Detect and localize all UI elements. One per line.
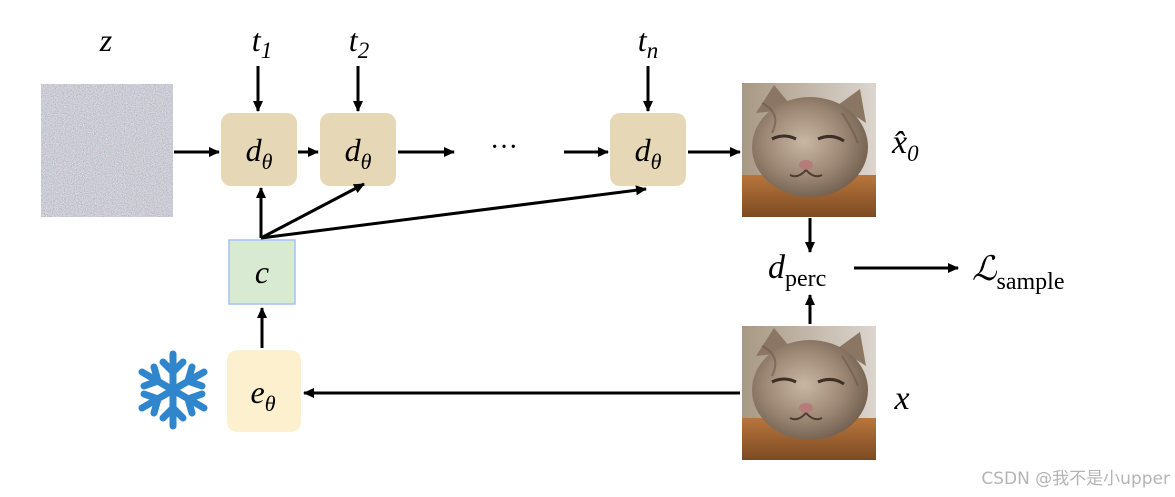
loss-label: ℒsample <box>972 251 1064 295</box>
z-label: z <box>99 22 113 58</box>
condition-label: c <box>255 254 269 290</box>
arrow-c-to-d2 <box>261 184 364 238</box>
t2-label: t2 <box>349 22 369 63</box>
noise-image-z <box>41 84 173 217</box>
output-image-x0-hat <box>742 83 876 217</box>
tn-label: tn <box>638 22 658 63</box>
x0-hat-label: x̂0 <box>891 124 919 166</box>
ellipsis: ··· <box>490 132 518 163</box>
input-image-x <box>742 326 876 460</box>
t1-label: t1 <box>252 22 272 63</box>
perceptual-distance-label: dperc <box>768 249 826 292</box>
watermark: CSDN @我不是小upper <box>981 469 1170 489</box>
x-label: x <box>893 380 909 417</box>
snowflake-icon <box>142 354 204 426</box>
arrow-c-to-dn <box>261 189 646 238</box>
